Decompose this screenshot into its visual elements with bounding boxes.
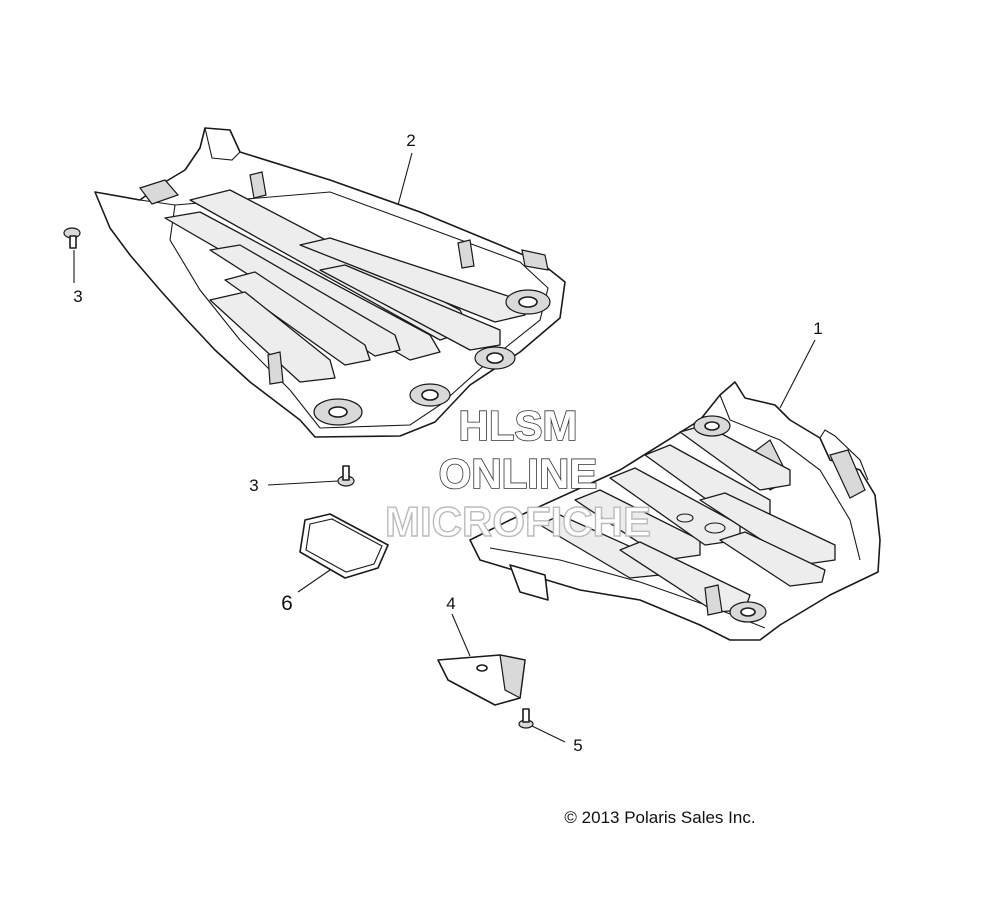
leader-line-1: [779, 339, 816, 409]
fastener-part-5: [518, 708, 534, 729]
fastener-part-3-left: [63, 227, 81, 249]
mount-boss: [409, 383, 451, 407]
watermark: HLSM ONLINE MICROFICHE: [384, 401, 651, 546]
watermark-line-2: ONLINE: [439, 450, 598, 497]
callout-2: 2: [406, 131, 415, 150]
mount-boss: [313, 398, 363, 426]
leader-line-4: [451, 613, 471, 657]
leader-line-2: [397, 152, 413, 206]
leader-line-3-center: [267, 480, 339, 486]
callout-3-center: 3: [249, 476, 258, 495]
mount-boss: [474, 346, 516, 370]
leader-line-6: [297, 569, 331, 593]
bracket-part-4: [437, 654, 526, 706]
callout-3-left: 3: [73, 287, 82, 306]
leader-line-5: [531, 725, 566, 743]
callout-5: 5: [573, 736, 582, 755]
skid-plate-part-1: [469, 381, 881, 641]
mount-boss: [505, 289, 551, 315]
watermark-line-3: MICROFICHE: [385, 498, 651, 545]
cover-plate-part-6: [299, 513, 389, 579]
watermark-line-1: HLSM: [459, 402, 578, 449]
copyright-notice: © 2013 Polaris Sales Inc.: [564, 808, 755, 827]
callout-4: 4: [446, 594, 455, 613]
callout-1: 1: [813, 319, 822, 338]
skid-plate-part-2: [94, 127, 566, 438]
callout-6: 6: [281, 592, 293, 615]
fastener-part-3-center: [337, 465, 355, 487]
